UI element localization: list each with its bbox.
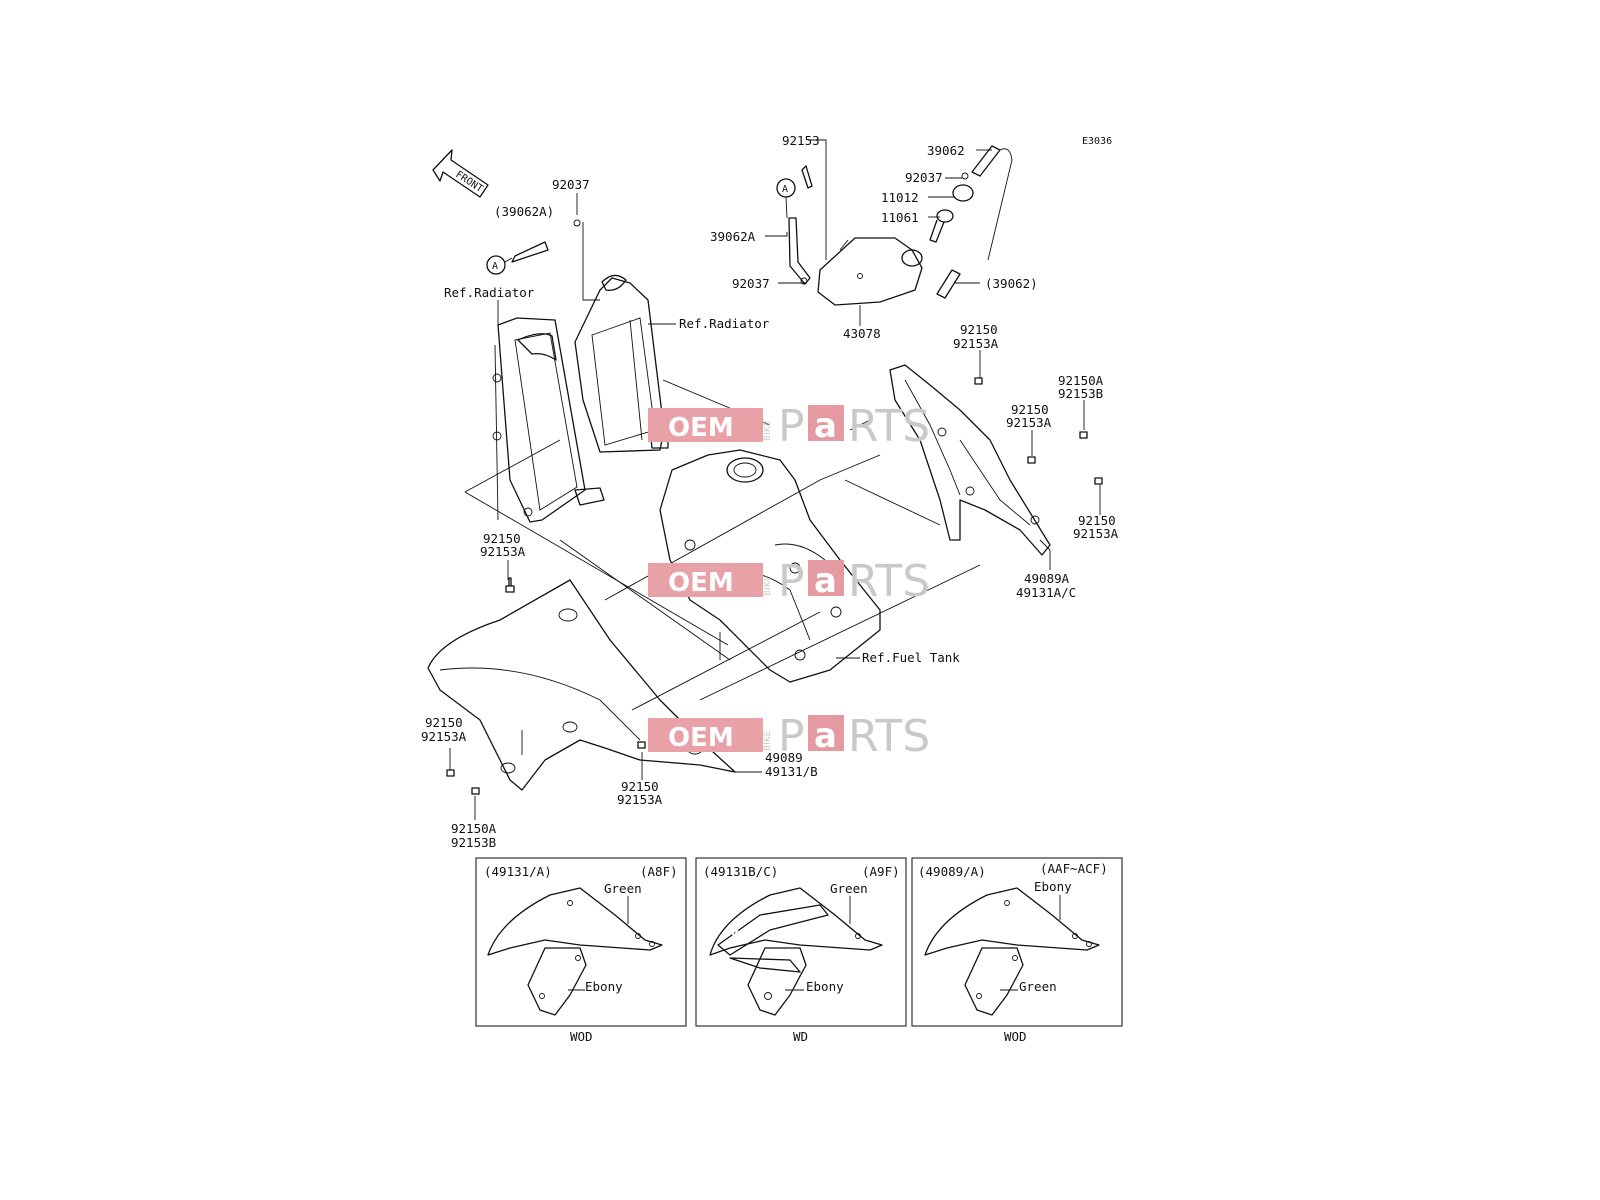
watermark-bike-3: BIKE xyxy=(763,730,773,751)
bolts xyxy=(446,377,1103,795)
label-92153B-h: 92153B xyxy=(451,835,496,850)
right-radiator xyxy=(574,274,669,453)
leader-lines xyxy=(449,139,1101,820)
watermark-rts-1: RTS xyxy=(848,401,930,452)
variant-2-code: (A9F) xyxy=(862,864,900,879)
variant-1-lower-color: Ebony xyxy=(585,979,623,994)
label-92153A-a: 92153A xyxy=(953,336,999,351)
label-92153A-f: 92153A xyxy=(421,729,467,744)
left-radiator xyxy=(492,317,605,523)
label-92153A-c: 92153A xyxy=(1006,415,1052,430)
label-49089: 49089 xyxy=(765,750,803,765)
front-arrow-icon: FRONT xyxy=(432,149,489,198)
watermark-p-1: P xyxy=(778,401,805,452)
watermark-p-3: P xyxy=(778,711,805,762)
variant-2-lower-color: Ebony xyxy=(806,979,844,994)
label-92150-e: 92150 xyxy=(483,531,521,546)
variant-panel-3: (49089/A) (AAF~ACF) Ebony Green WOD xyxy=(911,857,1123,1044)
label-92037-tank: 92037 xyxy=(732,276,770,291)
reservoir-hoses xyxy=(511,145,1013,299)
callout-a-left: A xyxy=(486,255,513,275)
label-ref-fuel-tank: Ref.Fuel Tank xyxy=(862,650,960,665)
label-39062-top: 39062 xyxy=(927,143,965,158)
part-labels: 92153 39062 92037 11012 11061 39062A 920… xyxy=(421,133,1119,850)
label-92150-g: 92150 xyxy=(621,779,659,794)
variant-3-upper-color: Ebony xyxy=(1034,879,1072,894)
label-43078: 43078 xyxy=(843,326,881,341)
label-92037-cap: 92037 xyxy=(905,170,943,185)
watermark-rts-2: RTS xyxy=(848,556,930,607)
watermark-oem-2: OEM xyxy=(668,568,734,598)
label-92150A-b: 92150A xyxy=(1058,373,1104,388)
label-92153A-g: 92153A xyxy=(617,792,663,807)
variant-panel-1: (49131/A) (A8F) Green Ebony WOD xyxy=(475,857,687,1044)
label-49131AC: 49131A/C xyxy=(1016,585,1076,600)
label-49089A: 49089A xyxy=(1024,571,1070,586)
label-11061: 11061 xyxy=(881,210,919,225)
watermark-1: OEM BIKE P a RTS xyxy=(648,401,930,452)
callout-a-top-label: A xyxy=(782,184,788,195)
label-92150-f: 92150 xyxy=(425,715,463,730)
watermark-rts-3: RTS xyxy=(848,711,930,762)
label-92153A-d: 92153A xyxy=(1073,526,1119,541)
watermark-bike-1: BIKE xyxy=(763,420,773,441)
variant-panel-2: (49131B/C) (A9F) Kawasaki Green Ebony WD xyxy=(695,857,907,1044)
callout-a-top: A xyxy=(776,178,796,219)
watermark-3: OEM BIKE P a RTS xyxy=(648,711,930,762)
variant-3-part: (49089/A) xyxy=(918,864,986,879)
diagram-code: E3036 xyxy=(1082,136,1112,147)
frame-cover xyxy=(889,364,1051,556)
label-39062-paren: (39062) xyxy=(985,276,1038,291)
label-92153A-e: 92153A xyxy=(480,544,526,559)
reservoir-cap xyxy=(929,184,974,243)
label-39062A-paren: (39062A) xyxy=(494,204,554,219)
label-92150-a: 92150 xyxy=(960,322,998,337)
variant-3-note: WOD xyxy=(1004,1029,1027,1044)
watermark-oem-1: OEM xyxy=(668,413,734,443)
label-92037-left: 92037 xyxy=(552,177,590,192)
variant-2-upper-color: Green xyxy=(830,881,868,896)
watermark-oem-3: OEM xyxy=(668,723,734,753)
variant-1-code: (A8F) xyxy=(640,864,678,879)
label-11012: 11012 xyxy=(881,190,919,205)
variant-3-code: (AAF~ACF) xyxy=(1040,861,1108,876)
variant-1-part: (49131/A) xyxy=(484,864,552,879)
frame-reference-lines xyxy=(464,379,981,711)
reservoir-tank xyxy=(817,237,923,306)
label-39062A: 39062A xyxy=(710,229,756,244)
watermark-2: OEM BIKE P a RTS xyxy=(648,556,930,607)
variant-2-part: (49131B/C) xyxy=(703,864,778,879)
label-92153B-b: 92153B xyxy=(1058,386,1103,401)
label-92153-top: 92153 xyxy=(782,133,820,148)
watermark-a-3: a xyxy=(814,716,837,756)
label-ref-radiator-right: Ref.Radiator xyxy=(679,316,770,331)
variant-2-note: WD xyxy=(793,1029,808,1044)
label-92150-c: 92150 xyxy=(1011,402,1049,417)
label-92150A-h: 92150A xyxy=(451,821,497,836)
label-49131B: 49131/B xyxy=(765,764,818,779)
watermark-a-2: a xyxy=(814,561,837,601)
watermark-p-2: P xyxy=(778,556,805,607)
label-92150-d: 92150 xyxy=(1078,513,1116,528)
radiator-shroud xyxy=(427,579,736,791)
watermark-bike-2: BIKE xyxy=(763,575,773,596)
label-ref-radiator-left: Ref.Radiator xyxy=(444,285,535,300)
watermark-a-1: a xyxy=(814,406,837,446)
callout-a-left-label: A xyxy=(492,261,498,272)
variant-1-upper-color: Green xyxy=(604,881,642,896)
variant-1-note: WOD xyxy=(570,1029,593,1044)
variant-3-lower-color: Green xyxy=(1019,979,1057,994)
